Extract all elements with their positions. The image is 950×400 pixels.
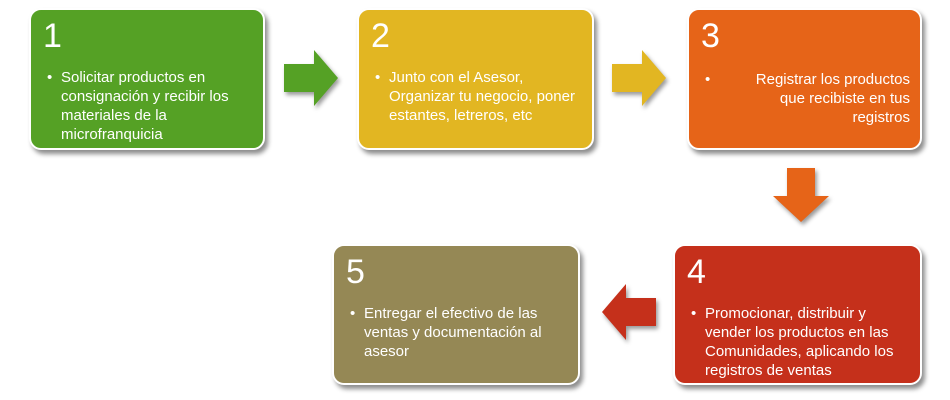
arrow-down-icon [773, 168, 829, 222]
step-number: 2 [371, 17, 390, 55]
step-3-box: 3 Registrar los productos que recibiste … [687, 8, 922, 150]
step-4-box: 4 Promocionar, distribuir y vender los p… [673, 244, 922, 385]
step-2-box: 2 Junto con el Asesor, Organizar tu nego… [357, 8, 594, 150]
step-number: 3 [701, 17, 720, 55]
arrow-right-icon [612, 50, 666, 106]
step-1-box: 1 Solicitar productos en consignación y … [29, 8, 265, 150]
step-text: Solicitar productos en consignación y re… [41, 68, 253, 144]
step-text: Registrar los productos que recibiste en… [699, 70, 910, 127]
step-text: Junto con el Asesor, Organizar tu negoci… [369, 68, 582, 125]
arrow-right-icon [284, 50, 338, 106]
step-number: 1 [43, 17, 62, 55]
step-number: 4 [687, 253, 706, 291]
step-text: Promocionar, distribuir y vender los pro… [685, 304, 910, 380]
arrow-left-icon [602, 284, 656, 340]
step-text: Entregar el efectivo de las ventas y doc… [344, 304, 568, 361]
step-5-box: 5 Entregar el efectivo de las ventas y d… [332, 244, 580, 385]
step-number: 5 [346, 253, 365, 291]
